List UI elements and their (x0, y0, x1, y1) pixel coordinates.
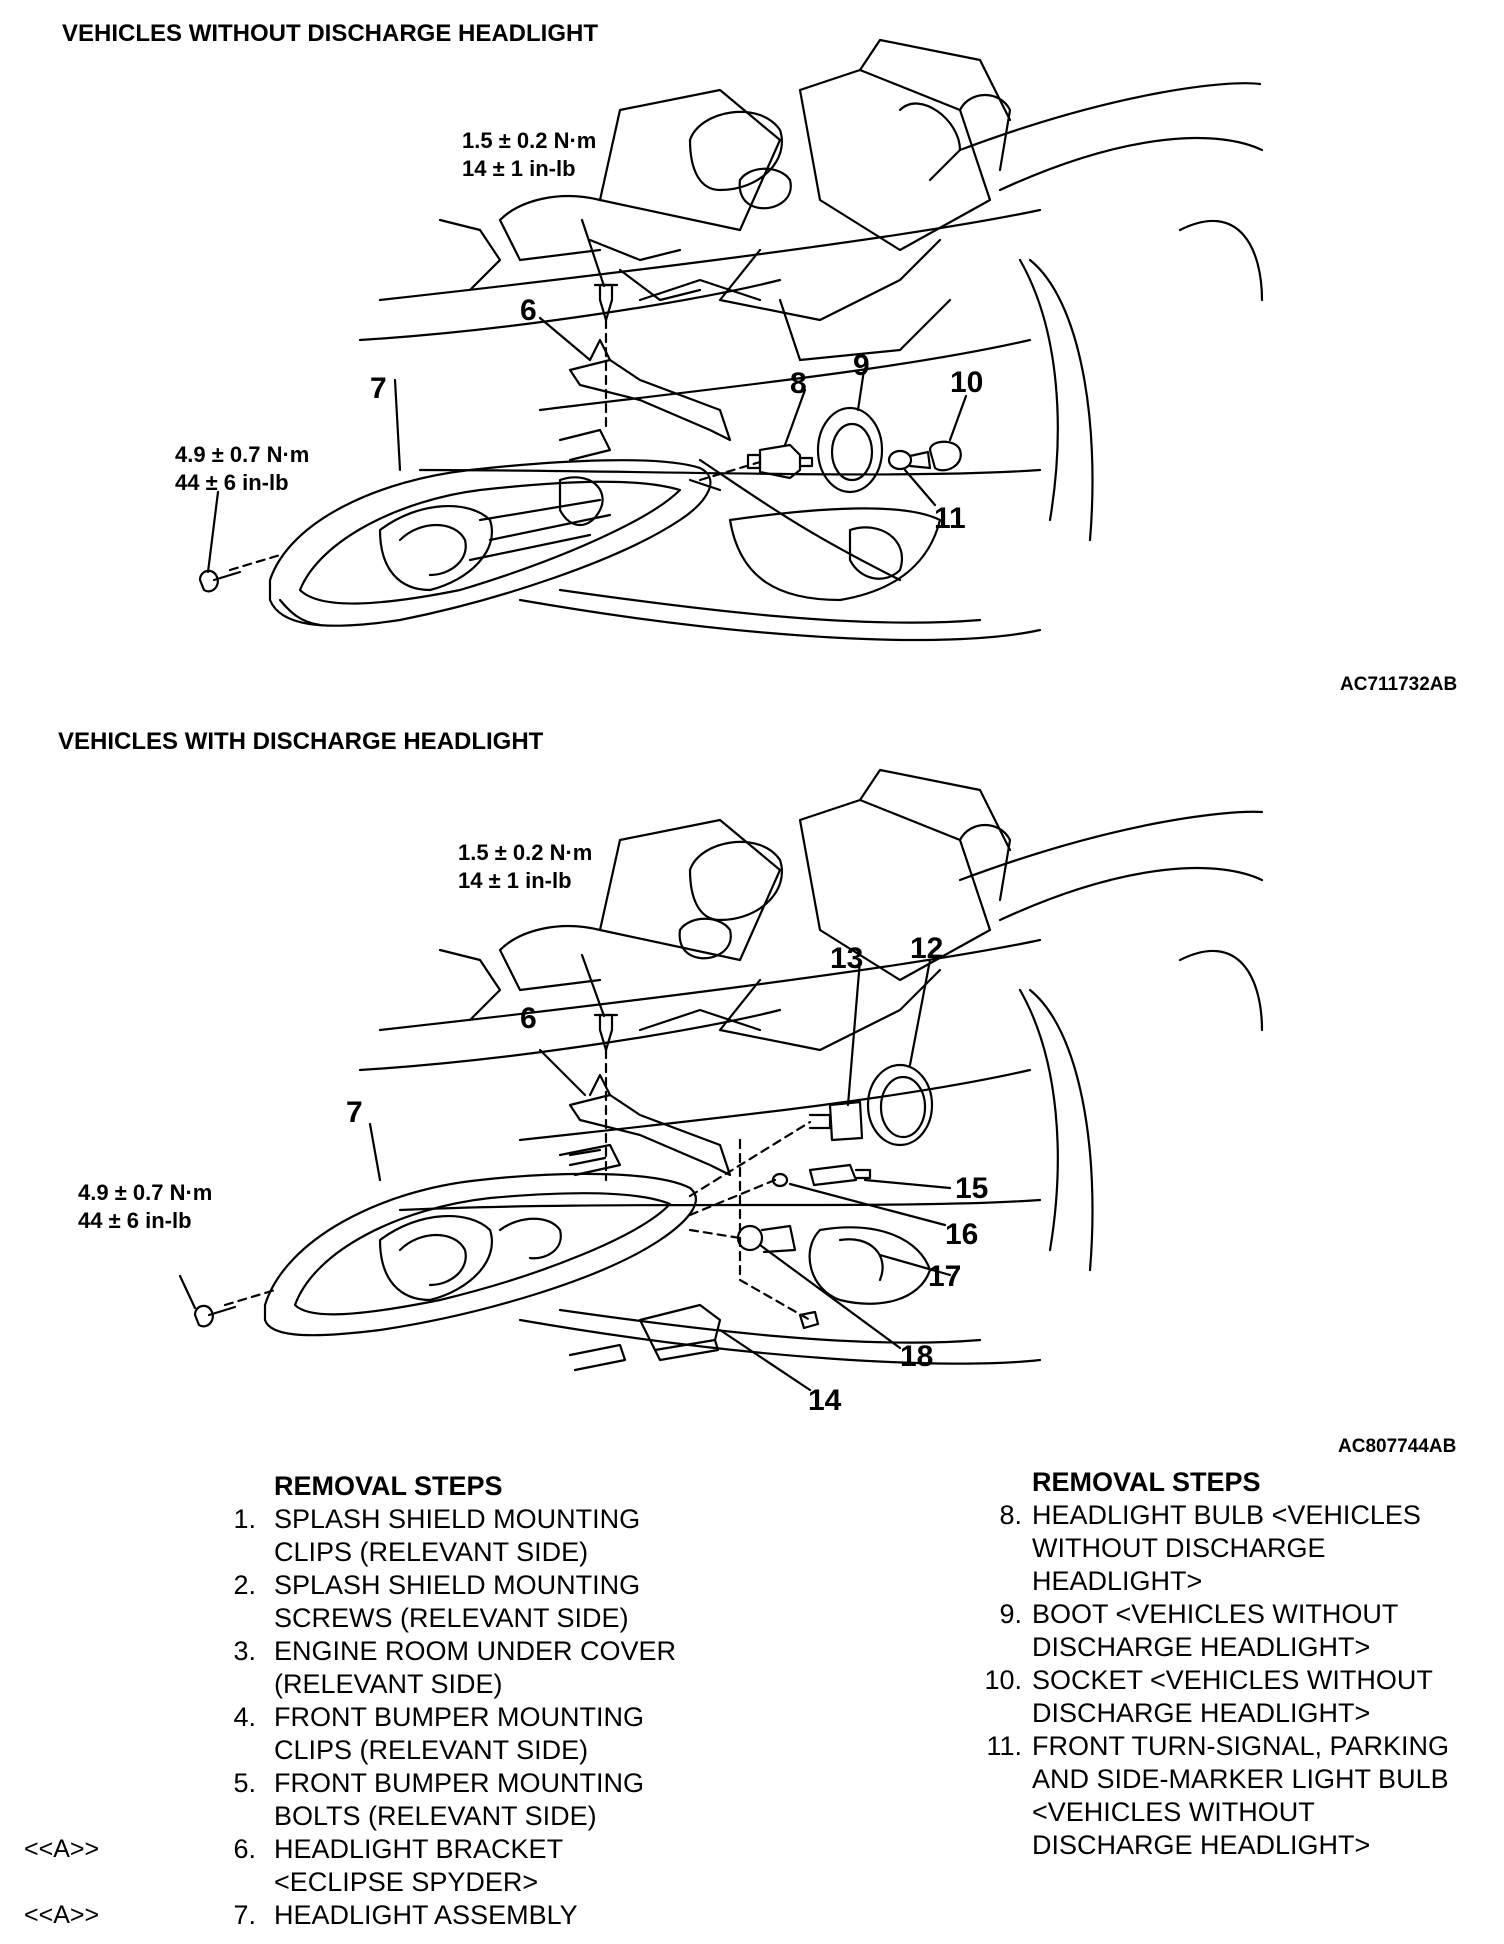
figure2-torque-top-nm: 1.5 ± 0.2 N·m (458, 840, 592, 865)
list-item: <<A>> 7. HEADLIGHT ASSEMBLY (24, 1900, 578, 1930)
figure2-torque-top-inlb: 14 ± 1 in-lb (458, 868, 572, 893)
list-item: 4. FRONT BUMPER MOUNTING CLIPS (RELEVANT… (233, 1702, 644, 1765)
figure1-header: VEHICLES WITHOUT DISCHARGE HEADLIGHT (62, 20, 599, 47)
removal-steps-title: REMOVAL STEPS (274, 1471, 503, 1501)
reference-mark: <<A>> (24, 1901, 100, 1929)
list-item: 1. SPLASH SHIELD MOUNTING CLIPS (RELEVAN… (233, 1504, 641, 1567)
figure1-torque-left-inlb: 44 ± 6 in-lb (175, 470, 289, 495)
figure2-torque-left-inlb: 44 ± 6 in-lb (78, 1208, 192, 1233)
callout-17: 17 (928, 1260, 961, 1293)
callout-12: 12 (910, 932, 943, 965)
list-item: <<A>> 6. HEADLIGHT BRACKET <ECLIPSE SPYD… (24, 1834, 564, 1897)
figure2-header: VEHICLES WITH DISCHARGE HEADLIGHT (58, 728, 544, 755)
callout-13: 13 (830, 942, 863, 975)
callout-10: 10 (950, 366, 983, 399)
removal-steps-title: REMOVAL STEPS (1032, 1467, 1261, 1497)
list-item: 10. SOCKET <VEHICLES WITHOUT DISCHARGE H… (984, 1665, 1433, 1728)
callout-9: 9 (853, 349, 870, 382)
callout-7: 7 (370, 372, 387, 405)
figure1-illustration: 1.5 ± 0.2 N·m 14 ± 1 in-lb 4.9 ± 0.7 N·m… (175, 38, 1264, 642)
list-item: 11. FRONT TURN-SIGNAL, PARKING AND SIDE-… (986, 1731, 1450, 1860)
callout-8: 8 (790, 367, 807, 400)
figure1-torque-top-nm: 1.5 ± 0.2 N·m (462, 128, 596, 153)
callout-18: 18 (900, 1340, 933, 1373)
callout-6: 6 (520, 1002, 537, 1035)
callout-7: 7 (346, 1096, 363, 1129)
figure2-illustration: 1.5 ± 0.2 N·m 14 ± 1 in-lb 4.9 ± 0.7 N·m… (78, 768, 1264, 1417)
list-item: 5. FRONT BUMPER MOUNTING BOLTS (RELEVANT… (233, 1768, 644, 1831)
figure1-torque-top-inlb: 14 ± 1 in-lb (462, 156, 576, 181)
list-item: 2. SPLASH SHIELD MOUNTING SCREWS (RELEVA… (233, 1570, 641, 1633)
list-item: 8. HEADLIGHT BULB <VEHICLES WITHOUT DISC… (999, 1500, 1421, 1596)
callout-15: 15 (955, 1172, 988, 1205)
figure2-code: AC807744AB (1338, 1436, 1457, 1457)
reference-mark: <<A>> (24, 1835, 100, 1863)
figure1-code: AC711732AB (1340, 674, 1458, 695)
callout-6: 6 (520, 294, 537, 327)
figure2-torque-left-nm: 4.9 ± 0.7 N·m (78, 1180, 212, 1205)
callout-11: 11 (934, 502, 966, 535)
list-item: 3. ENGINE ROOM UNDER COVER (RELEVANT SID… (233, 1636, 677, 1699)
list-item: 9. BOOT <VEHICLES WITHOUT DISCHARGE HEAD… (999, 1599, 1399, 1662)
callout-16: 16 (945, 1218, 978, 1251)
figure1-torque-left-nm: 4.9 ± 0.7 N·m (175, 442, 309, 467)
callout-14: 14 (808, 1384, 842, 1417)
